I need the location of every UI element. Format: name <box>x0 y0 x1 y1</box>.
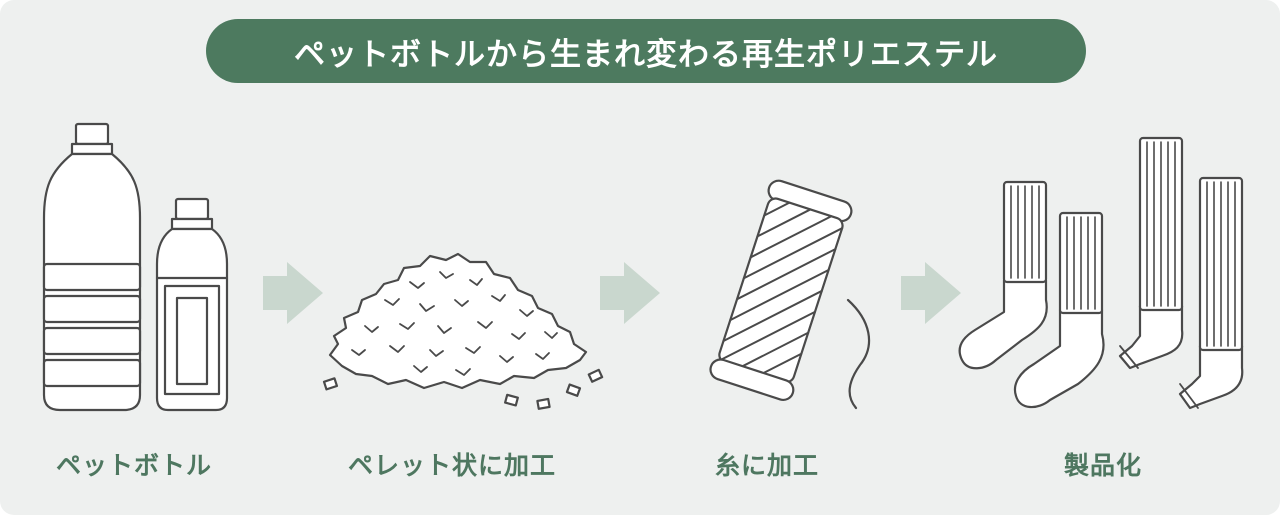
stage-label-product: 製品化 <box>1063 451 1143 480</box>
right-arrow-icon <box>263 262 323 324</box>
stage-label-thread: 糸に加工 <box>714 451 820 480</box>
page-title: ペットボトルから生まれ変わる再生ポリエステル <box>206 19 1086 83</box>
right-arrow-icon <box>600 262 660 324</box>
socks-icon <box>958 136 1244 410</box>
right-arrow-icon <box>901 262 961 324</box>
pet-bottles-icon <box>42 122 229 412</box>
pellet-pile-icon <box>322 252 604 410</box>
stage-label-pet-bottle: ペットボトル <box>55 451 213 480</box>
stage-label-pellet: ペレット状に加工 <box>347 451 557 480</box>
thread-spool-icon <box>709 179 871 410</box>
